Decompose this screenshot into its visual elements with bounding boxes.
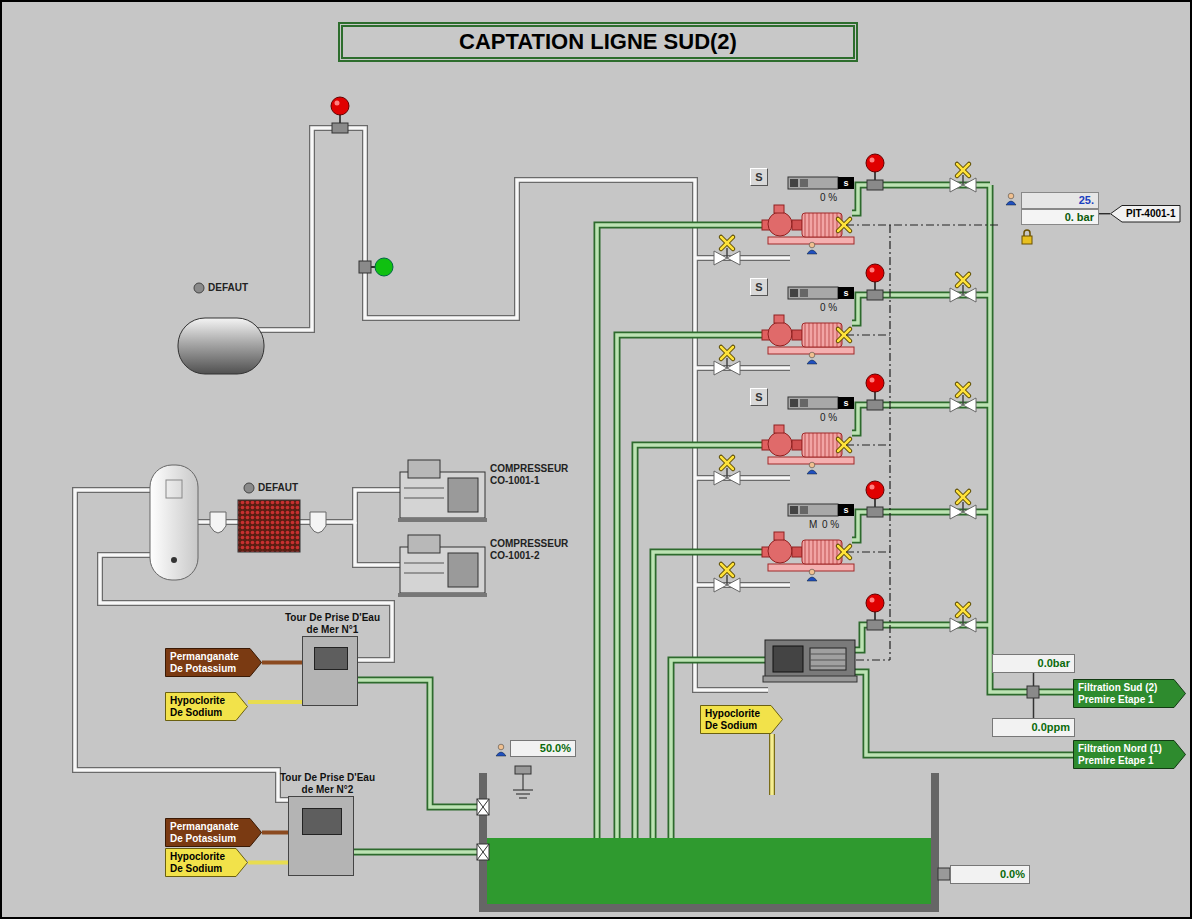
feed-pipe [248, 700, 302, 704]
node-text: 25. [1021, 192, 1099, 209]
speed-value: 0 % [820, 412, 837, 423]
chemical-tag: Permanganate De Potassium [165, 648, 262, 677]
node-text: Hypoclorite De Sodium [705, 708, 767, 731]
feed-pipe [262, 831, 288, 835]
tower-housing [302, 636, 358, 706]
intake-tower: Tour De Prise D'Eau de Mer N°1 [285, 612, 380, 706]
state-indicator: s [838, 287, 854, 299]
chemical-tag: Hypoclorite De Sodium [165, 692, 248, 721]
signal-tag: PIT-4001-1 [1110, 205, 1180, 223]
node-text: 0. bar [1021, 209, 1099, 226]
node-text: S [751, 279, 767, 295]
level-display: 50.0% [492, 740, 576, 757]
value-display: 0.0ppm [992, 718, 1075, 737]
node-text: Filtration Nord (1) Premire Etape 1 [1078, 743, 1170, 766]
speed-value: 0 % [822, 519, 839, 530]
water-piping [354, 185, 1075, 895]
speed-value: 0 % [820, 192, 837, 203]
pressure-display: 25.0. bar [1003, 192, 1099, 225]
node-text: Filtration Sud (2) Premire Etape 1 [1078, 682, 1170, 705]
air-tank [178, 97, 393, 374]
tower-heading: Tour De Prise D'Eau de Mer N°2 [280, 772, 375, 795]
mode-letter: M [809, 519, 817, 530]
node-text: 0.0% [955, 868, 1025, 881]
start-button: S [750, 388, 768, 406]
dosing-pipe [772, 734, 773, 795]
state-indicator: s [838, 177, 854, 189]
pumps [714, 154, 976, 682]
destination-tag: Filtration Sud (2) Premire Etape 1 [1073, 679, 1186, 708]
state-indicator: s [838, 504, 854, 516]
chemical-tag: Permanganate De Potassium [165, 818, 262, 847]
node-text: Hypoclorite De Sodium [170, 851, 232, 874]
screen-title: CAPTATION LIGNE SUD(2) [459, 29, 737, 55]
basin [477, 766, 950, 908]
node-text: Hypoclorite De Sodium [170, 695, 232, 718]
node-text: S [751, 389, 767, 405]
node-text: 0.0ppm [997, 721, 1070, 734]
node-text: Permanganate De Potassium [170, 821, 246, 844]
state-indicator: s [838, 397, 854, 409]
node-text: 0.0bar [997, 657, 1070, 670]
node-text: PIT-4001-1 [1126, 208, 1175, 220]
node-text: Permanganate De Potassium [170, 651, 246, 674]
feed-pipe [262, 661, 302, 665]
node-text: 50.0% [510, 740, 576, 757]
signal-lines [846, 225, 1001, 660]
start-button: S [750, 168, 768, 186]
tower-housing [288, 796, 354, 876]
node-text: S [751, 169, 767, 185]
compressed-air-system [150, 460, 487, 597]
instruments [496, 193, 1039, 756]
fault-label: DEFAUT [208, 282, 248, 293]
feed-pipe [1099, 213, 1110, 214]
title-box: CAPTATION LIGNE SUD(2) [338, 22, 858, 62]
chemical-tag: Hypoclorite De Sodium [700, 705, 783, 734]
speed-value: 0 % [820, 302, 837, 313]
feed-pipe [248, 861, 288, 865]
tower-panel [314, 647, 348, 671]
value-display: 0.0bar [992, 654, 1075, 673]
compressor-label: COMPRESSEUR CO-1001-2 [490, 538, 572, 562]
tower-heading: Tour De Prise D'Eau de Mer N°1 [285, 612, 380, 635]
fault-label: DEFAUT [258, 482, 298, 493]
intake-tower: Tour De Prise D'Eau de Mer N°2 [280, 772, 375, 876]
destination-tag: Filtration Nord (1) Premire Etape 1 [1073, 740, 1186, 769]
value-display: 0.0% [950, 865, 1030, 884]
chemical-tag: Hypoclorite De Sodium [165, 848, 248, 877]
tower-panel [302, 808, 342, 835]
start-button: S [750, 278, 768, 296]
compressor-label: COMPRESSEUR CO-1001-1 [490, 463, 572, 487]
